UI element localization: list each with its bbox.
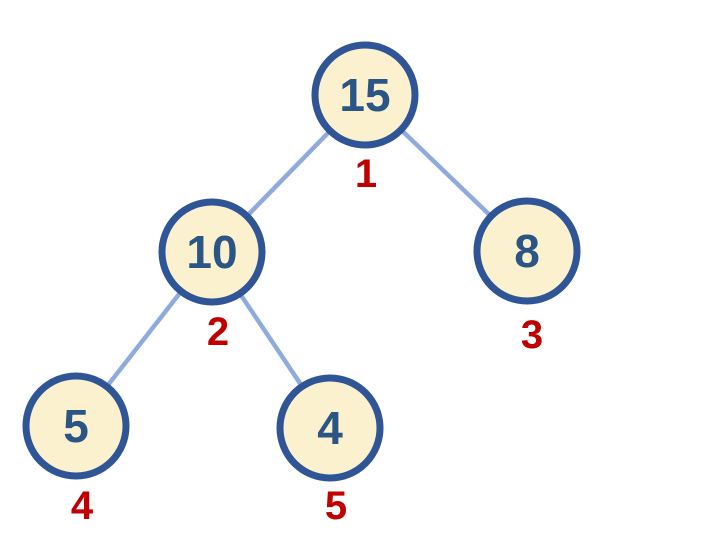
visit-order-label: 1 — [355, 152, 377, 196]
tree-node-10: 10 2 — [158, 198, 266, 354]
tree-node-4: 45 — [276, 374, 384, 528]
tree-node-circle — [311, 41, 419, 149]
visit-order-label: 4 — [71, 484, 94, 528]
tree-node-15: 15 1 — [311, 41, 419, 196]
tree-node-value: 4 — [317, 402, 343, 454]
visit-order-label: 5 — [325, 484, 347, 528]
tree-node-5: 54 — [22, 372, 130, 528]
tree-node-value: 10 — [186, 226, 237, 278]
tree-node-value: 5 — [63, 400, 89, 452]
tree-node-value: 15 — [339, 69, 390, 121]
tree-node-circle — [22, 372, 130, 480]
tree-node-circle — [276, 374, 384, 482]
tree-node-value: 8 — [514, 225, 540, 277]
visit-order-label: 2 — [207, 310, 229, 354]
tree-node-circle — [158, 198, 266, 306]
tree-node-8: 83 — [473, 197, 581, 357]
visit-order-label: 3 — [521, 313, 543, 357]
tree-node-circle — [473, 197, 581, 305]
